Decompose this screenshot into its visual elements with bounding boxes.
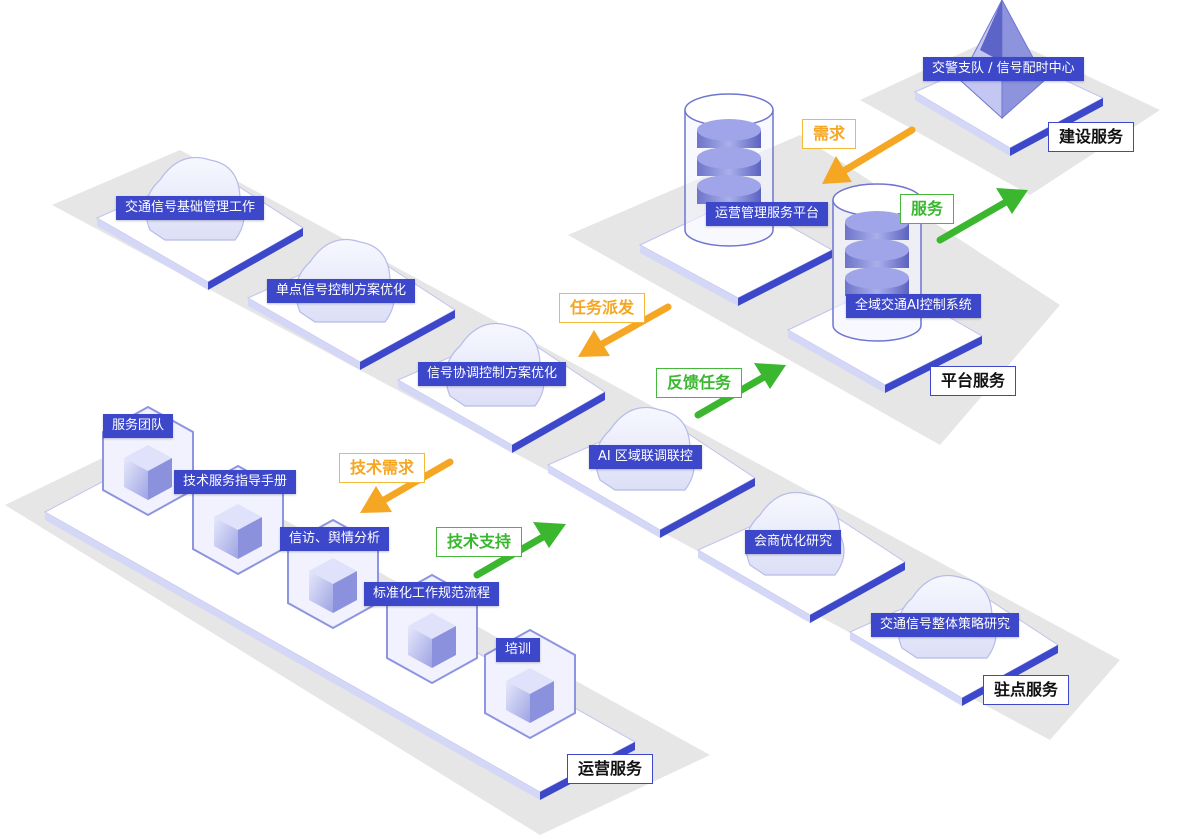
traffic-police-center-label: 交警支队 / 信号配时中心	[923, 57, 1084, 81]
operation-item: 信访、舆情分析	[280, 527, 390, 551]
resident-item: 交通信号基础管理工作	[116, 196, 265, 220]
demand-arrow-label: 需求	[802, 119, 857, 149]
orange-arrow	[822, 126, 916, 184]
green-arrow	[936, 188, 1028, 244]
tech-demand-arrow-label: 技术需求	[339, 453, 426, 483]
service-arrow-label: 服务	[900, 194, 955, 224]
feedback-task-arrow-label: 反馈任务	[656, 368, 743, 398]
task-dispatch-arrow-label: 任务派发	[559, 293, 646, 323]
resident-item: 会商优化研究	[745, 530, 842, 554]
operation-item: 培训	[496, 638, 541, 662]
tech-support-arrow-label: 技术支持	[436, 527, 523, 557]
resident-item: 单点信号控制方案优化	[267, 279, 416, 303]
orange-arrow	[578, 303, 672, 357]
ai-control-system-label: 全域交通AI控制系统	[846, 294, 981, 318]
operation-item: 标准化工作规范流程	[364, 582, 500, 606]
zone-platform-service: 平台服务	[930, 366, 1017, 396]
zone-construction-service: 建设服务	[1048, 122, 1135, 152]
zone-operation-service: 运营服务	[567, 754, 654, 784]
operation-item: 技术服务指导手册	[174, 470, 297, 494]
arrows	[360, 126, 1028, 579]
resident-item: 信号协调控制方案优化	[418, 362, 567, 386]
operation-strip	[43, 461, 637, 800]
zone-resident-service: 驻点服务	[983, 675, 1070, 705]
ground-platform	[568, 135, 1060, 445]
resident-item: AI 区域联调联控	[589, 445, 702, 469]
operation-item: 服务团队	[103, 414, 174, 438]
resident-item: 交通信号整体策略研究	[871, 613, 1020, 637]
operation-platform-label: 运营管理服务平台	[706, 202, 829, 226]
